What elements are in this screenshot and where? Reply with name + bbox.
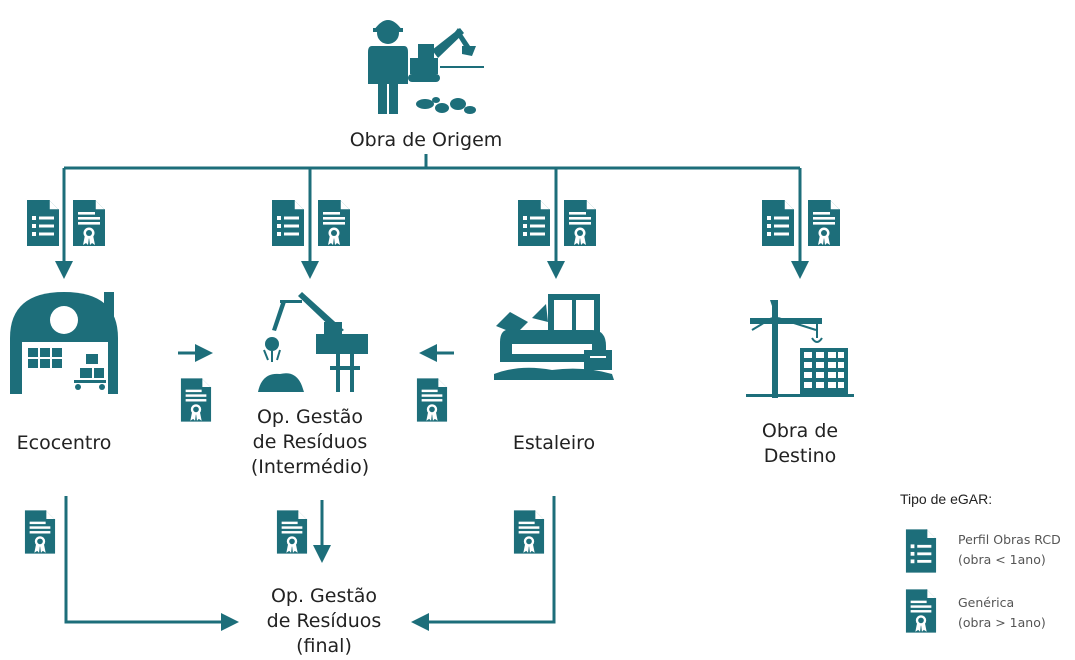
obra-destino-label: Obra de Destino xyxy=(761,420,839,467)
checklist-document-icon xyxy=(761,199,795,247)
certificate-document-icon xyxy=(180,377,212,423)
warehouse-icon xyxy=(10,292,118,394)
legend-checklist-document-icon xyxy=(905,528,937,574)
og-intermedio-label: Op. Gestão de Resíduos (Intermédio) xyxy=(250,406,370,478)
legend-item-generica: Genérica (obra > 1ano) xyxy=(958,595,1046,630)
origin-label: Obra de Origem xyxy=(349,129,503,151)
certificate-document-icon xyxy=(513,509,545,555)
legend-certificate-document-icon xyxy=(905,588,937,634)
certificate-document-icon xyxy=(317,199,351,247)
construction-crane-icon xyxy=(746,300,854,398)
certificate-document-icon xyxy=(807,199,841,247)
og-final-label: Op. Gestão de Resíduos (final) xyxy=(266,585,382,657)
certificate-document-icon xyxy=(24,509,56,555)
connectors xyxy=(55,154,809,631)
certificate-document-icon xyxy=(563,199,597,247)
arrow-estaleiro-to-final xyxy=(411,496,556,631)
legend-item-perfil-obras: Perfil Obras RCD (obra < 1ano) xyxy=(958,532,1061,567)
certificate-document-icon xyxy=(416,377,448,423)
worker-excavator-icon xyxy=(368,20,484,114)
ecocentro-label: Ecocentro xyxy=(16,432,112,454)
furniture-pile-icon xyxy=(494,294,614,380)
checklist-document-icon xyxy=(26,199,60,247)
estaleiro-label: Estaleiro xyxy=(512,432,596,454)
crane-scrap-icon xyxy=(258,292,368,392)
checklist-document-icon xyxy=(271,199,305,247)
certificate-document-icon xyxy=(276,509,308,555)
certificate-document-icon xyxy=(72,199,106,247)
arrow-ecocentro-to-final xyxy=(64,496,239,631)
legend-title: Tipo de eGAR: xyxy=(900,491,993,507)
checklist-document-icon xyxy=(517,199,551,247)
